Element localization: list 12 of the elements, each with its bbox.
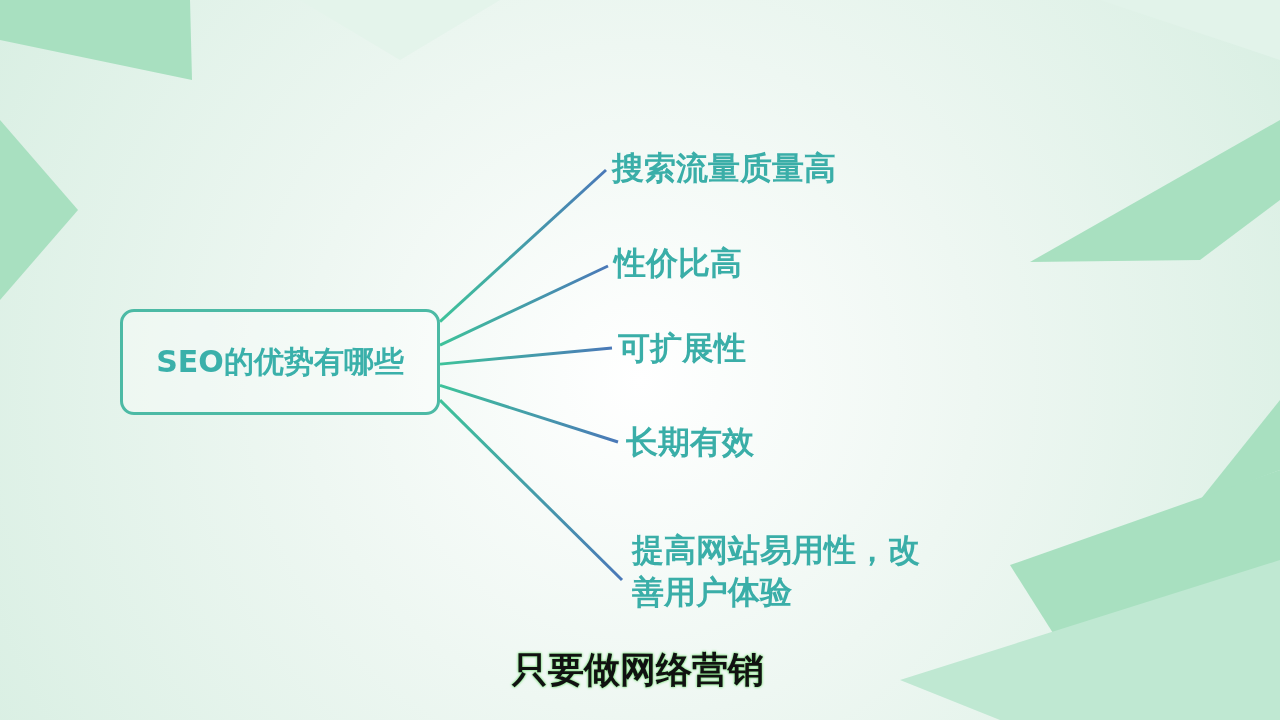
branch-text: 长期有效 — [626, 422, 826, 468]
connector-line — [439, 168, 607, 323]
connector-line — [439, 264, 609, 347]
branch-text: 搜索流量质量高 — [612, 148, 912, 194]
connector-line — [438, 399, 624, 582]
topic-box: SEO的优势有哪些 — [120, 309, 440, 415]
branch-text: 性价比高 — [614, 243, 814, 289]
branch-text: 可扩展性 — [618, 328, 818, 374]
connector-line — [439, 346, 613, 366]
branch-text: 提高网站易用性，改善用户体验 — [632, 530, 937, 622]
subtitle-text: 只要做网络营销 — [512, 648, 764, 692]
connector-line — [439, 383, 619, 444]
